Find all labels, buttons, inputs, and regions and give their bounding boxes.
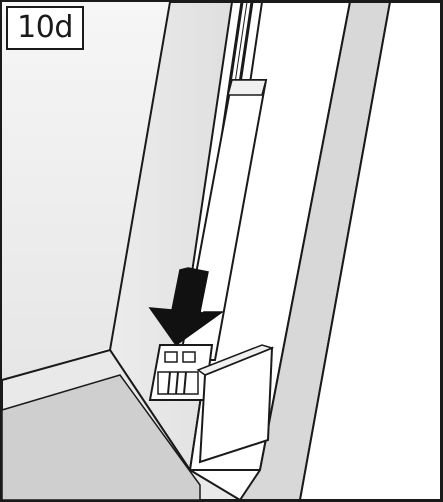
arrow-down-icon xyxy=(148,267,225,347)
wall-right xyxy=(298,1,442,501)
step-label: 10d xyxy=(6,6,84,50)
clip-spring-2 xyxy=(175,371,179,395)
clip-slot-left xyxy=(164,351,178,363)
sill-ledge xyxy=(1,374,201,501)
clip-slot-right xyxy=(182,351,196,363)
clip-spring-3 xyxy=(183,371,187,395)
end-cap-top xyxy=(196,344,275,376)
slider-housing-top xyxy=(227,79,267,96)
frame-outer-band xyxy=(238,1,392,501)
clip-spring-1 xyxy=(167,371,171,395)
